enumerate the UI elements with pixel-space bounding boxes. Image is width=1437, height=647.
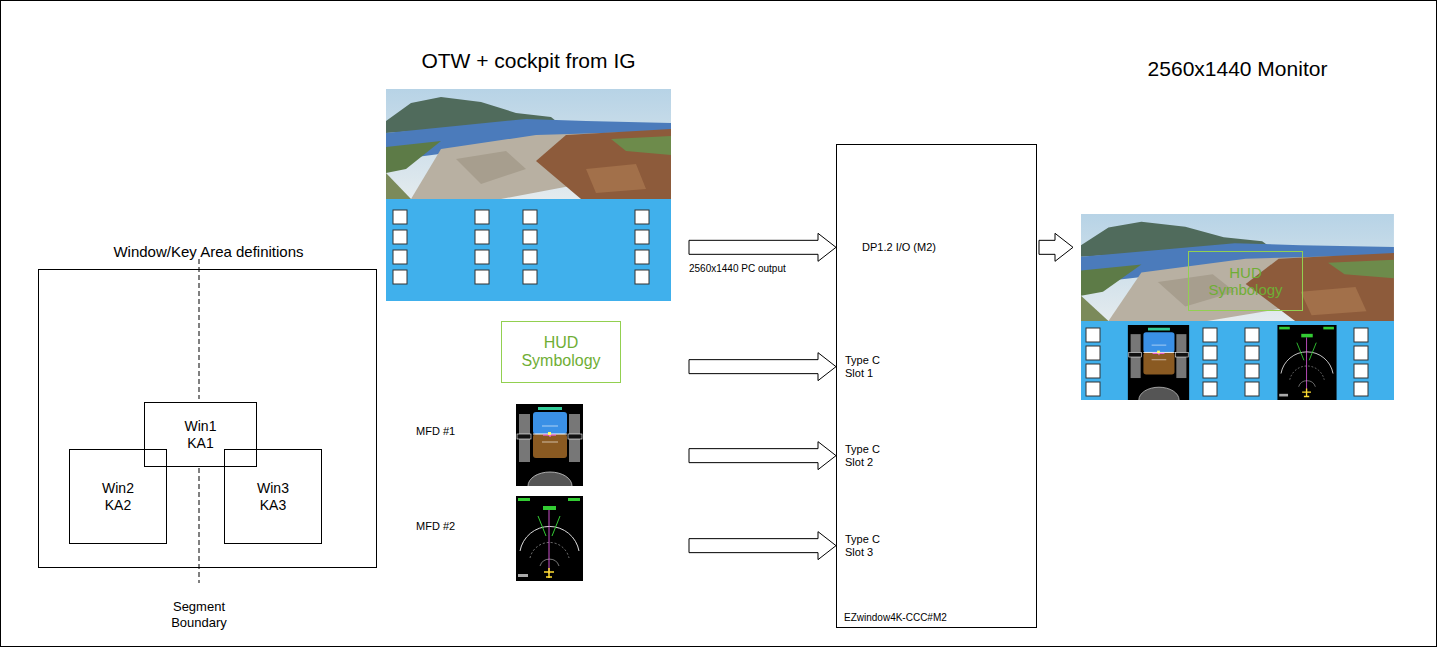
mfd-image: MFD #1 [416,404,583,486]
node-label: DP1.2 I/O (M2) [862,241,1022,254]
node-label: Type C Slot 1 [845,354,899,379]
boundary-label: Segment Boundary [161,599,237,630]
node-label: Win3 KA3 [257,480,289,512]
node-label: 2560x1440 Monitor [1061,57,1414,81]
node-label: MFD #1 [416,425,486,438]
node-label: Type C Slot 2 [845,443,899,468]
block-arrow [689,532,836,560]
node-label: Win1 KA1 [185,418,217,450]
hud-overlay-box: HUD Symbology [1188,251,1303,311]
edge-label: 2560x1440 PC output [689,263,786,274]
window-definition-box: Window/Key Area definitionsWin1 KA1Win2 … [38,269,377,568]
window-box: Win1 KA1 [144,402,257,467]
node-label: EZwindow4K-CCC#M2 [844,612,1034,624]
node-label: Win2 KA2 [102,480,134,512]
node-label: HUD Symbology [521,334,600,371]
block-arrow [1039,233,1073,261]
block-arrow [689,233,836,261]
window-box: Win3 KA3 [224,449,322,544]
block-arrow [689,353,836,381]
monitor-image: 2560x1440 MonitorHUD Symbology [1081,214,1394,400]
hud-box: HUD Symbology [501,321,621,383]
node-label: MFD #2 [416,520,486,533]
node-label: OTW + cockpit from IG [356,49,701,73]
image-source: OTW + cockpit from IG [386,89,671,301]
node-label: Type C Slot 3 [845,533,899,558]
node-label: HUD Symbology [1208,264,1282,299]
processor-box: DP1.2 I/O (M2) Type C Slot 1 Type C Slot 2… [836,144,1037,628]
mfd-image: MFD #2 [416,496,583,581]
block-arrow [689,442,836,470]
window-box: Win2 KA2 [69,449,167,544]
node-label: Window/Key Area definitions [39,243,378,260]
